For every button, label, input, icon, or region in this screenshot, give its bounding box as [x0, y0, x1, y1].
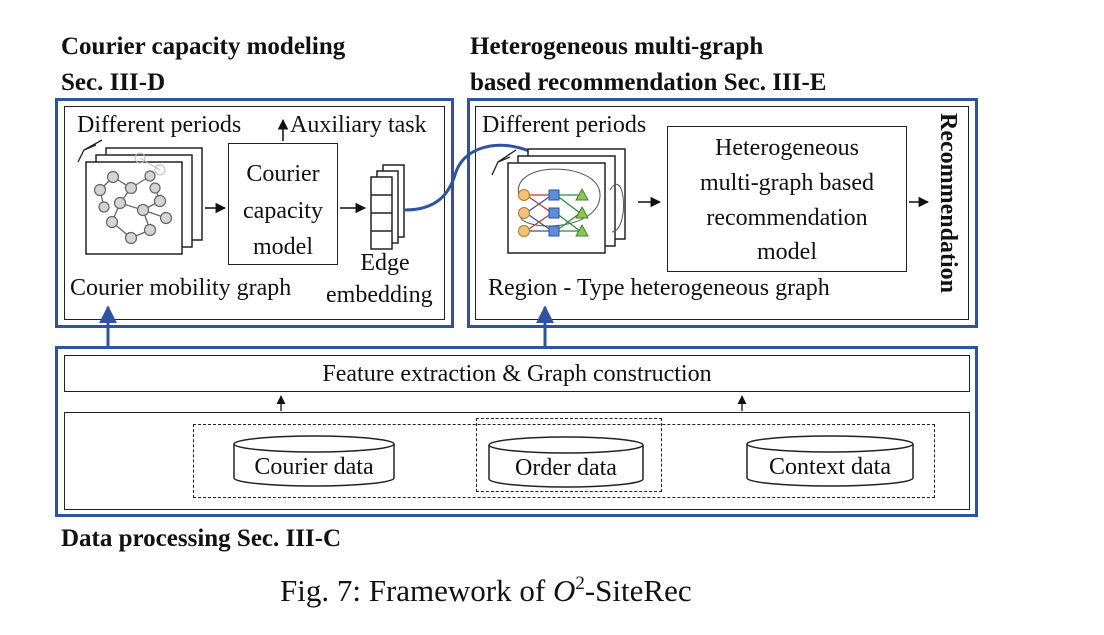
context-data-cylinder-top	[746, 435, 914, 453]
auxiliary-task-label: Auxiliary task	[290, 112, 427, 138]
region-type-graph-label: Region - Type heterogeneous graph	[488, 275, 830, 301]
region-type-network	[518, 187, 589, 237]
hetero-model-line1: Heterogeneous	[715, 135, 859, 161]
hetero-different-periods-label: Different periods	[482, 112, 647, 138]
figure-caption-superscript: 2	[575, 573, 585, 594]
figure-caption-suffix: -SiteRec	[584, 573, 692, 608]
hetero-section-title-line1: Heterogeneous multi-graph	[470, 33, 764, 60]
data-processing-section-title: Data processing Sec. III-C	[61, 525, 342, 552]
figure-caption-prefix: Fig. 7: Framework of	[280, 573, 553, 608]
edge-embedding-stack	[370, 164, 405, 250]
periods-bracket-right	[491, 149, 517, 176]
courier-model-line3: model	[253, 234, 313, 260]
order-data-cylinder-top	[488, 436, 644, 454]
feature-extraction-box	[64, 355, 970, 392]
edge-embedding-line1: Edge	[360, 250, 410, 276]
hetero-model-line4: model	[757, 239, 817, 265]
order-data-dashed-group	[476, 418, 662, 492]
figure-caption-math-o: O	[552, 573, 576, 608]
hetero-model-line3: recommendation	[706, 205, 868, 231]
feature-extraction-label: Feature extraction & Graph construction	[322, 361, 712, 387]
data-sources-dashed-group	[193, 424, 935, 498]
edge-embedding-line2: embedding	[326, 282, 433, 308]
periods-bracket-left	[77, 139, 103, 163]
context-data-cylinder-body	[746, 444, 914, 487]
courier-section-title-line1: Courier capacity modeling	[61, 33, 346, 60]
courier-model-line1: Courier	[246, 161, 320, 187]
courier-different-periods-label: Different periods	[77, 112, 242, 138]
courier-data-label: Courier data	[254, 454, 374, 480]
courier-data-cylinder-body	[233, 444, 395, 487]
hetero-panel	[467, 98, 978, 328]
courier-capacity-model-box	[228, 143, 338, 265]
hetero-section-title-line2: based recommendation Sec. III-E	[470, 69, 827, 96]
hetero-graph-loops	[517, 168, 625, 233]
order-data-cylinder-body	[488, 445, 644, 488]
courier-capacity-panel	[55, 98, 454, 328]
courier-section-title-line2: Sec. III-D	[61, 69, 166, 96]
recommendation-output-label: Recommendation	[935, 113, 961, 293]
courier-mobility-graph-stack	[85, 147, 203, 255]
hetero-graph-stack	[507, 148, 626, 254]
database-cylinders	[233, 435, 914, 488]
data-processing-panel	[55, 346, 978, 517]
background-graph-layer	[134, 152, 166, 176]
courier-model-line2: capacity	[243, 198, 323, 224]
courier-data-cylinder-top	[233, 435, 395, 453]
context-data-label: Context data	[769, 454, 891, 480]
courier-mobility-graph-label: Courier mobility graph	[70, 275, 292, 301]
hetero-model-box	[667, 126, 907, 272]
figure-caption: Fig. 7: Framework of O2-SiteRec	[280, 574, 692, 606]
hetero-model-line2: multi-graph based	[700, 170, 874, 196]
order-data-label: Order data	[515, 455, 617, 481]
mobility-graph-network	[93, 170, 173, 245]
